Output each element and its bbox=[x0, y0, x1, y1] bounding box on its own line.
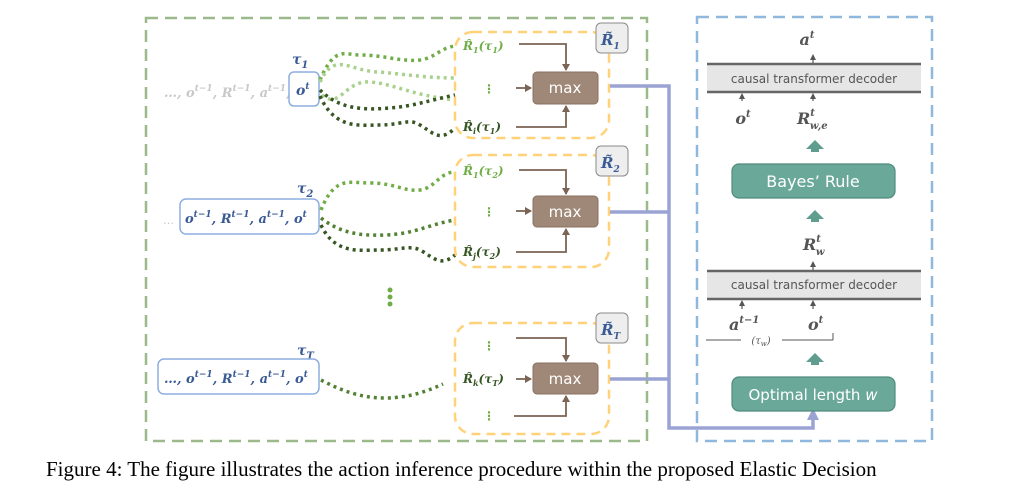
up-arrow-icon bbox=[806, 140, 824, 152]
group-border bbox=[453, 321, 611, 436]
input-ellipsis: ⋮ bbox=[483, 205, 495, 219]
decoder-label: causal transformer decoder bbox=[731, 72, 897, 86]
connector-arrowhead bbox=[807, 408, 819, 420]
rollout-path bbox=[320, 80, 456, 102]
rollout-path bbox=[319, 170, 456, 211]
decoder-input-obs: ot bbox=[735, 109, 751, 128]
rollout-path bbox=[319, 216, 456, 237]
bayes-rule-box[interactable] bbox=[731, 163, 896, 199]
input-label: R̂i(τ1) bbox=[462, 119, 501, 136]
arrow bbox=[519, 169, 570, 195]
optimal-length-box[interactable] bbox=[731, 376, 896, 412]
arrow bbox=[516, 337, 570, 362]
sequence-box[interactable] bbox=[157, 358, 320, 395]
group-label-box bbox=[595, 312, 629, 344]
rollout-path bbox=[318, 62, 456, 83]
action-output: at bbox=[800, 30, 815, 49]
input-label: R̂1(τ1) bbox=[462, 38, 504, 55]
more-trajectories-ellipsis bbox=[387, 287, 393, 307]
rollout-path bbox=[319, 224, 457, 263]
decoder-label: causal transformer decoder bbox=[731, 278, 897, 292]
group-border bbox=[453, 30, 611, 140]
left-panel-border bbox=[144, 16, 649, 443]
window-label: (τw) bbox=[751, 336, 770, 348]
decoder-top: causal transformer decoder bbox=[707, 62, 921, 94]
sequence-box[interactable] bbox=[288, 71, 320, 107]
tau-label: τ1 bbox=[292, 52, 308, 71]
rollout-path bbox=[320, 378, 444, 400]
max-group-1: R̂1(τ1) ⋮ R̂i(τ1) max R̃1 bbox=[453, 22, 629, 140]
tau-label: τ2 bbox=[297, 181, 313, 200]
group-label-box bbox=[595, 145, 629, 177]
aggregation-connector bbox=[610, 84, 819, 430]
optimal-length-label: Optimal length w bbox=[749, 386, 879, 404]
arrow bbox=[519, 43, 570, 71]
input-ellipsis: ⋮ bbox=[483, 82, 495, 96]
up-arrow-icon bbox=[806, 353, 824, 365]
decoder-input-obs: ot bbox=[808, 315, 824, 334]
input-ellipsis: ⋮ bbox=[483, 409, 495, 423]
window-bracket: (τw) bbox=[706, 333, 834, 348]
sequence-box[interactable] bbox=[179, 198, 320, 235]
rollout-path bbox=[318, 88, 456, 111]
input-label: R̂1(τ2) bbox=[462, 163, 504, 180]
max-label: max bbox=[549, 370, 582, 388]
max-box[interactable] bbox=[532, 195, 599, 228]
trajectory-T: τT …, ot−1, Rt−1, at−1, ot bbox=[157, 343, 444, 400]
group-border bbox=[453, 153, 611, 269]
max-box[interactable] bbox=[532, 71, 599, 105]
input-label: R̂k(τT) bbox=[462, 371, 504, 388]
arrow bbox=[516, 105, 570, 128]
trajectory-1: τ1 …, ot−1, Rt−1, at−1, ot bbox=[164, 44, 457, 138]
bayes-rule-label: Bayes’ Rule bbox=[766, 172, 859, 191]
input-label: R̂j(τ2) bbox=[462, 244, 501, 261]
trajectory-2: τ2 … ot−1, Rt−1, at−1, ot bbox=[163, 170, 457, 263]
max-label: max bbox=[549, 203, 582, 221]
max-group-T: ⋮ R̂k(τT) ⋮ max R̃T bbox=[453, 312, 629, 436]
group-label-box bbox=[595, 22, 629, 54]
arrow bbox=[516, 228, 570, 253]
arrow bbox=[514, 395, 570, 417]
right-panel-border bbox=[695, 15, 934, 443]
figure-caption: Figure 4: The figure illustrates the act… bbox=[46, 457, 877, 481]
decoder-input-action: at−1 bbox=[729, 315, 759, 334]
up-arrow-icon bbox=[806, 210, 824, 222]
decoder-bottom: causal transformer decoder bbox=[707, 269, 921, 301]
max-box[interactable] bbox=[532, 362, 599, 395]
rollout-path bbox=[318, 95, 457, 138]
max-group-2: R̂1(τ2) ⋮ R̂j(τ2) max R̃2 bbox=[453, 145, 629, 269]
sequence-faded: …, ot−1, Rt−1, at−1, bbox=[164, 84, 291, 101]
max-label: max bbox=[549, 79, 582, 97]
sequence-faded: … bbox=[163, 214, 174, 227]
input-ellipsis: ⋮ bbox=[483, 339, 495, 353]
